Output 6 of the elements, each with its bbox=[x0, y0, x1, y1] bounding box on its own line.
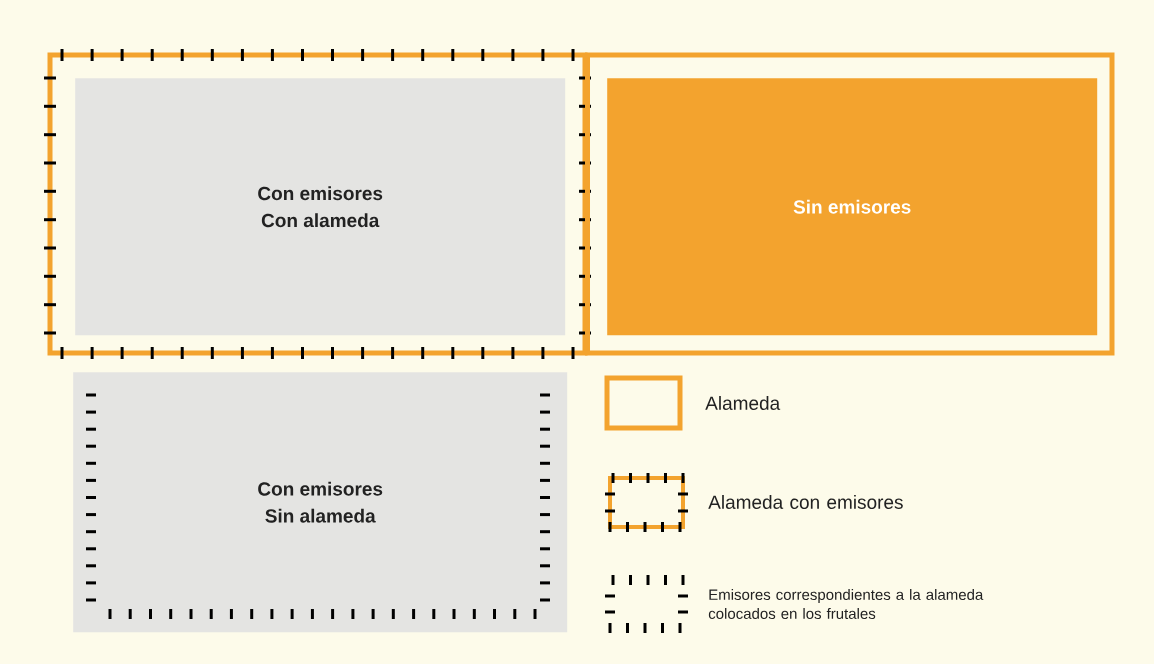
legend-text: Alameda con emisores bbox=[708, 495, 903, 509]
legend-text: Emisores correspondientes a la alameda colocados en los frutales bbox=[708, 589, 984, 619]
field-box: Con emisores Con alameda bbox=[75, 78, 566, 336]
field-box: Con emisores Sin alameda bbox=[73, 372, 568, 633]
field-box: Sin emisores bbox=[607, 78, 1098, 336]
legend-text: Alameda bbox=[705, 396, 781, 410]
